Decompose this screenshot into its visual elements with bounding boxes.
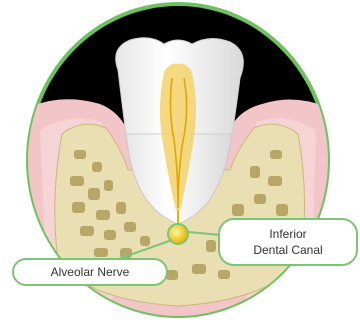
inferior-canal-line2: Dental Canal [220,242,356,258]
label-alveolar-nerve: Alveolar Nerve [12,258,168,286]
alveolar-nerve-text: Alveolar Nerve [14,264,166,280]
label-inferior-dental-canal: Inferior Dental Canal [218,218,358,266]
inferior-canal-line1: Inferior [220,226,356,242]
